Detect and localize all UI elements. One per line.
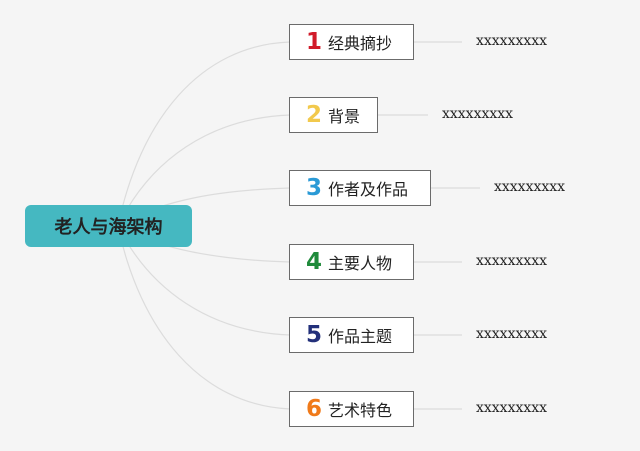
- branch-topic-4[interactable]: 4 主要人物: [289, 244, 414, 280]
- leaf-detail-3[interactable]: xxxxxxxxx: [494, 179, 566, 195]
- root-topic[interactable]: 老人与海架构: [25, 205, 192, 247]
- branch-number-6: 6: [306, 395, 323, 422]
- branch-label-4: 主要人物: [328, 254, 393, 273]
- branch-topic-1[interactable]: 1 经典摘抄: [289, 24, 414, 60]
- branch-topic-2[interactable]: 2 背景: [289, 97, 378, 133]
- branch-topic-3[interactable]: 3 作者及作品: [289, 170, 431, 206]
- leaf-detail-6[interactable]: xxxxxxxxx: [476, 400, 548, 416]
- branch-label-1: 经典摘抄: [328, 34, 393, 53]
- connector-branch-2: [117, 114, 291, 227]
- branch-label-5: 作品主题: [328, 327, 393, 346]
- leaf-detail-1[interactable]: xxxxxxxxx: [476, 33, 548, 49]
- connector-branch-5: [117, 225, 291, 336]
- branch-number-5: 5: [306, 321, 323, 348]
- branch-topic-5[interactable]: 5 作品主题: [289, 317, 414, 353]
- connector-branch-6: [117, 225, 291, 410]
- branch-label-2: 背景: [328, 107, 361, 126]
- leaf-detail-4[interactable]: xxxxxxxxx: [476, 253, 548, 269]
- branch-number-4: 4: [306, 248, 323, 275]
- branch-number-2: 2: [306, 101, 323, 128]
- branch-label-6: 艺术特色: [328, 401, 393, 420]
- connector-branch-1: [117, 41, 291, 227]
- branch-number-1: 1: [306, 28, 323, 55]
- branch-topic-6[interactable]: 6 艺术特色: [289, 391, 414, 427]
- leaf-detail-5[interactable]: xxxxxxxxx: [476, 326, 548, 342]
- root-topic-label: 老人与海架构: [54, 217, 163, 238]
- branch-number-3: 3: [306, 174, 323, 201]
- leaf-detail-2[interactable]: xxxxxxxxx: [442, 106, 514, 122]
- branch-label-3: 作者及作品: [328, 180, 409, 199]
